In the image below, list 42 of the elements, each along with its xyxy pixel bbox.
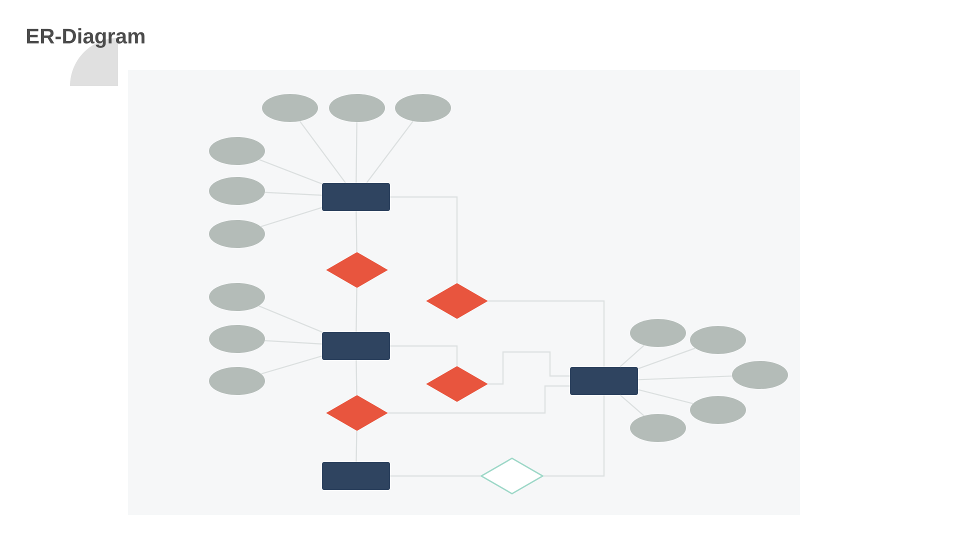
- connector-line: [388, 385, 570, 414]
- connector-line: [299, 120, 346, 184]
- connector-line: [261, 355, 322, 374]
- relationship-diamond: [326, 395, 388, 431]
- connector-line: [544, 395, 605, 477]
- title: ER-Diagram: [26, 28, 144, 48]
- attribute-ellipse: [329, 94, 385, 122]
- attribute-ellipse: [395, 94, 451, 122]
- attribute-ellipse: [209, 220, 265, 248]
- connector-line: [390, 196, 458, 283]
- attribute-ellipse: [732, 361, 788, 389]
- connector-line: [638, 375, 732, 380]
- entity-box: [570, 367, 638, 395]
- attribute-ellipse: [209, 367, 265, 395]
- attribute-ellipse: [690, 326, 746, 354]
- attribute-ellipse: [262, 94, 318, 122]
- attribute-ellipse: [690, 396, 746, 424]
- connector-line: [620, 394, 644, 416]
- connector-line: [638, 348, 696, 370]
- attribute-ellipse: [209, 137, 265, 165]
- attribute-ellipse: [209, 325, 265, 353]
- entity-box: [322, 332, 390, 360]
- connector-line: [638, 389, 693, 404]
- attribute-ellipse: [209, 283, 265, 311]
- connector-line: [488, 300, 605, 367]
- connector-line: [366, 120, 414, 184]
- relationship-diamond: [326, 252, 388, 288]
- attribute-ellipse: [209, 177, 265, 205]
- connector-line: [265, 192, 322, 196]
- attribute-ellipse: [630, 414, 686, 442]
- connector-line: [260, 207, 322, 228]
- relationship-diamond: [426, 366, 488, 402]
- entity-box: [322, 462, 390, 490]
- connector-line: [259, 159, 322, 184]
- entity-box: [322, 183, 390, 211]
- attribute-ellipse: [630, 319, 686, 347]
- connector-line: [390, 345, 458, 366]
- connector-line: [620, 344, 644, 368]
- connector-line: [258, 305, 322, 332]
- connector-line: [264, 340, 322, 345]
- connector-line: [488, 351, 570, 385]
- relationship-diamond: [426, 283, 488, 319]
